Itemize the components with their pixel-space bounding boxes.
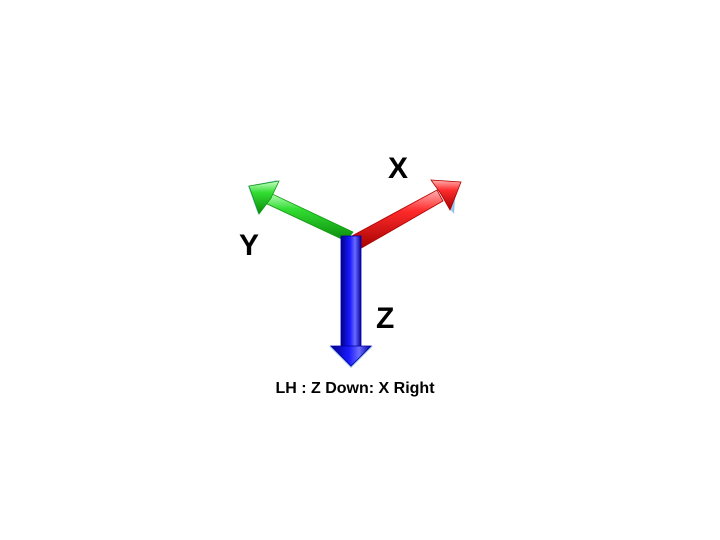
x-axis-arrow [349,179,462,251]
x-axis-label: X [388,152,408,185]
y-axis-arrow [248,180,354,242]
z-axis-label: Z [376,302,394,335]
orientation-caption: LH : Z Down: X Right [275,380,435,397]
z-axis-arrow [329,235,373,368]
y-axis-label: Y [239,229,259,262]
